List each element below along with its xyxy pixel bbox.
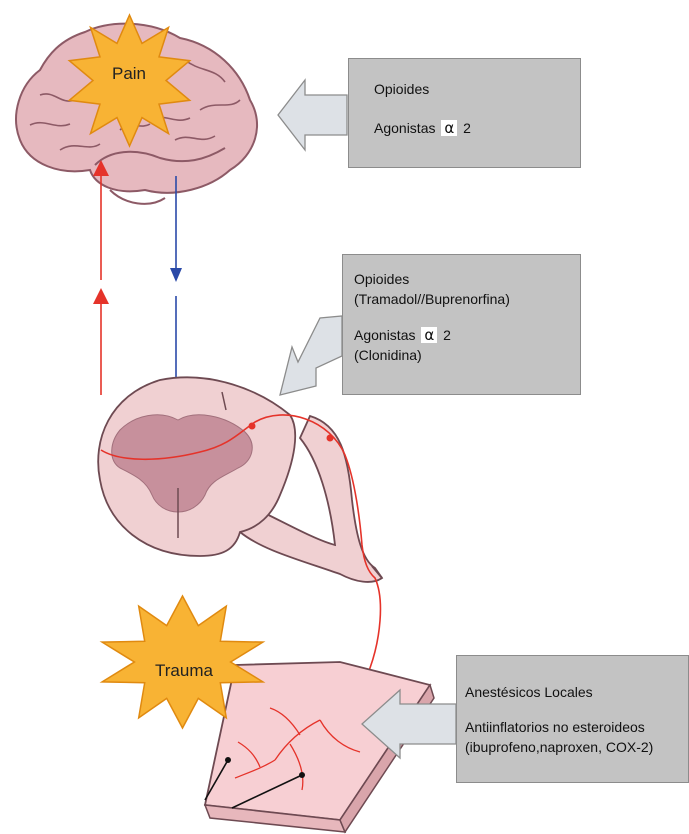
nsaids-label: Antiinflatorios no esteroideos	[465, 717, 688, 737]
drug-box-spinal-cord: Opioides (Tramadol//Buprenorfina) Agonis…	[342, 254, 581, 395]
alpha-subscript-number: 2	[463, 120, 471, 136]
spinal-cord-illustration	[98, 377, 382, 582]
drug-box-peripheral: Anestésicos Locales Antiinflatorios no e…	[456, 655, 689, 783]
pain-label: Pain	[112, 64, 146, 83]
alpha2-agonists-label: Agonistas α 2	[354, 325, 580, 345]
alpha-subscript-number: 2	[443, 327, 451, 343]
local-anesthetics-label: Anestésicos Locales	[465, 682, 688, 702]
drug-box-brain: Opioides Agonistas α 2	[348, 58, 581, 168]
nsaids-examples: (ibuprofeno,naproxen, COX-2)	[465, 737, 688, 757]
trauma-label: Trauma	[155, 661, 213, 680]
descending-inhibition-pathway	[170, 176, 182, 406]
alpha2-agonists-label: Agonistas α 2	[374, 118, 580, 138]
agonistas-text: Agonistas	[354, 327, 415, 343]
arrow-to-brain	[278, 80, 347, 150]
agonistas-text: Agonistas	[374, 120, 435, 136]
opioid-examples: (Tramadol//Buprenorfina)	[354, 289, 580, 309]
opioides-label: Opioides	[374, 79, 580, 99]
alpha2-examples: (Clonidina)	[354, 345, 580, 365]
opioides-label: Opioides	[354, 269, 580, 289]
alpha-symbol: α	[421, 327, 437, 343]
alpha-symbol: α	[441, 120, 457, 136]
arrow-to-spinal-cord	[280, 316, 342, 395]
